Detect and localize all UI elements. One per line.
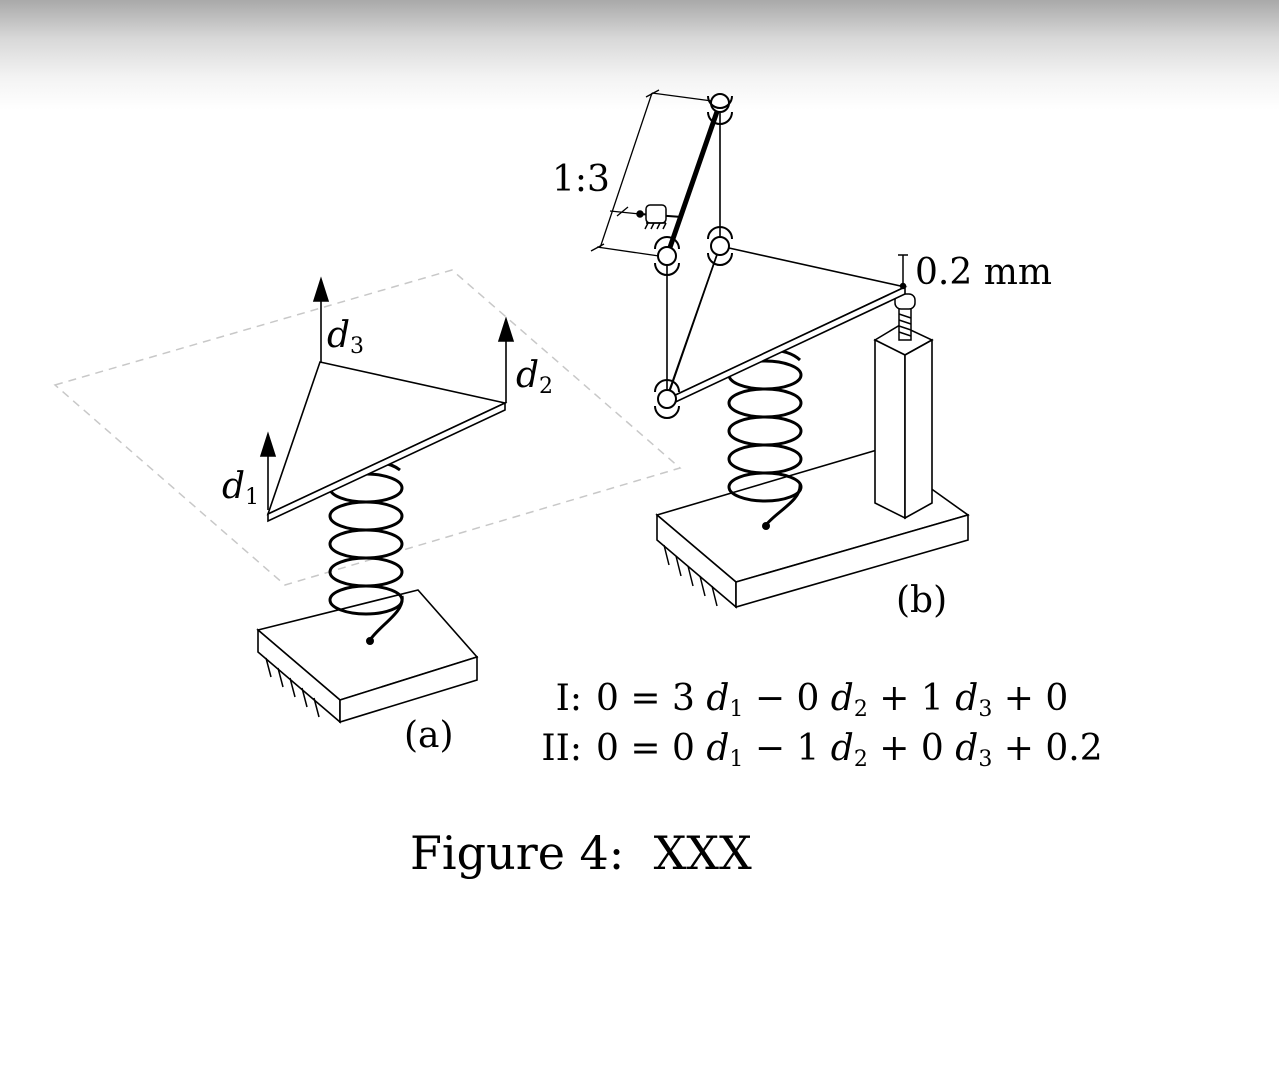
lever-linkage — [664, 102, 723, 398]
triangle-plate-a — [266, 361, 508, 523]
adjusting-screw — [894, 293, 916, 341]
equation-1: I: 0 = 3 d1 − 0 d2 + 1 d3 + 0 — [510, 678, 1069, 722]
page-top-shadow — [0, 0, 1279, 110]
equation-2-expr: 0 = 0 d1 − 1 d2 + 0 d3 + 0.2 — [596, 728, 1103, 772]
figure-caption: Figure 4: XXX — [410, 826, 752, 880]
label-d2: d2 — [516, 355, 553, 399]
support-post — [873, 324, 934, 520]
caption-prefix: Figure 4: — [410, 826, 625, 880]
arrow-d2 — [497, 316, 515, 403]
equation-2: II: 0 = 0 d1 − 1 d2 + 0 d3 + 0.2 — [510, 728, 1103, 772]
arrow-d1 — [259, 431, 277, 510]
ratio-label: 1:3 — [552, 159, 610, 200]
caption-title: XXX — [653, 826, 752, 880]
dashed-plane — [53, 269, 682, 586]
equation-1-expr: 0 = 3 d1 − 0 d2 + 1 d3 + 0 — [596, 678, 1069, 722]
gap-marker — [898, 254, 908, 290]
ground-hatch-a — [265, 657, 320, 718]
triangle-plate-b — [665, 245, 908, 408]
panel-a-label: (a) — [404, 715, 454, 756]
equation-2-label: II: — [541, 728, 582, 769]
joint-brackets — [654, 95, 733, 419]
label-d3: d3 — [327, 315, 364, 359]
gap-label: 0.2 mm — [915, 252, 1052, 293]
panel-b: 1:3 0.2 mm (b) — [552, 89, 1052, 621]
base-block-a — [256, 589, 479, 724]
pivot-bearing — [636, 204, 683, 230]
ground-hatch-b — [663, 544, 718, 607]
ratio-dimension — [590, 89, 713, 257]
panel-b-label: (b) — [896, 580, 947, 621]
equation-1-label: I: — [555, 678, 582, 719]
arrow-d3 — [312, 276, 330, 362]
panel-a: d1 d3 d2 (a) — [53, 269, 682, 756]
label-d1: d1 — [222, 466, 259, 510]
